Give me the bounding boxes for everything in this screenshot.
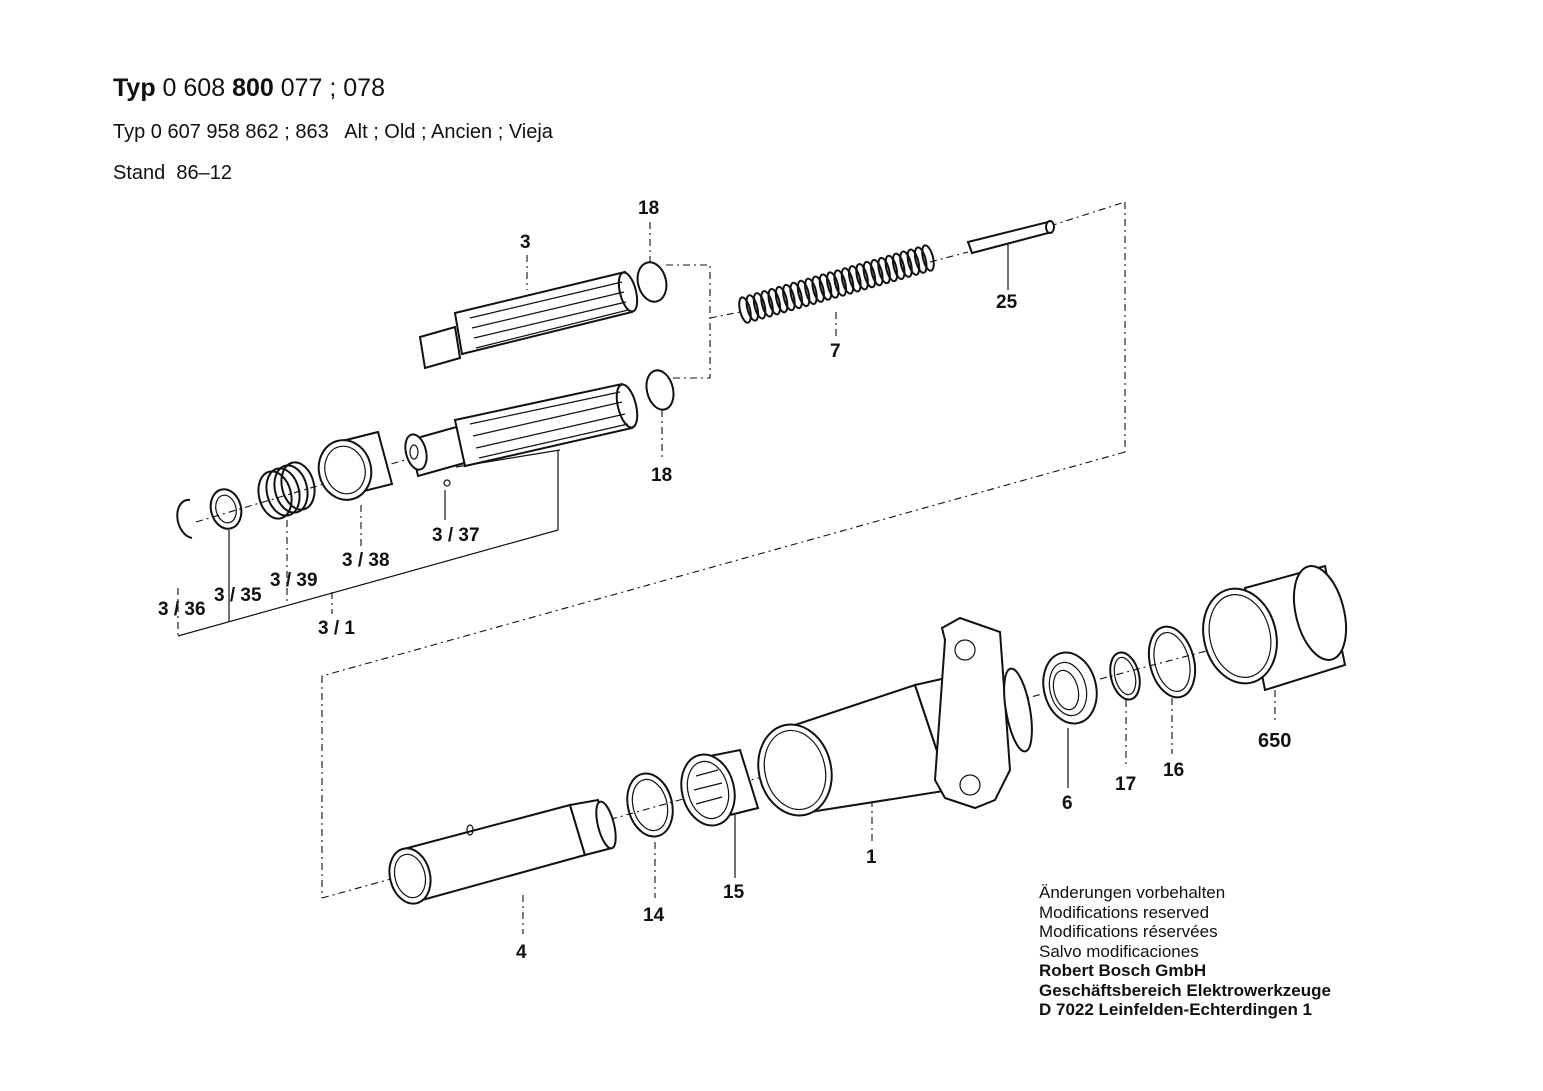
part-16-circlip [1147, 625, 1197, 699]
part-3-spline-shaft [418, 270, 639, 370]
part-15-needle-bearing [680, 748, 760, 827]
spring-coil [913, 246, 928, 274]
spring-coil [745, 294, 760, 322]
label-18-upper: 18 [638, 198, 659, 219]
spring-coil [906, 248, 921, 276]
spring-coil [840, 267, 855, 295]
spring-coil [738, 296, 752, 324]
spring-coil [855, 263, 869, 291]
type-prefix: Typ [113, 74, 156, 102]
label-25: 25 [996, 292, 1018, 313]
label-6: 6 [1062, 793, 1073, 814]
type-number-b: 800 [232, 74, 274, 102]
leader-lines [177, 222, 1276, 934]
company-address: D 7022 Leinfelden-Echterdingen 1 [1039, 1000, 1313, 1019]
spring-coil [760, 290, 774, 318]
revision-line: Stand 86–12 [113, 162, 232, 184]
spring-coil [774, 285, 789, 314]
spring-coil [884, 254, 899, 283]
spring-coil [848, 265, 862, 293]
spring-coil [870, 258, 884, 287]
part-6-bearing [1042, 651, 1098, 725]
spring-coil [767, 288, 782, 316]
label-3-36: 3 / 36 [158, 599, 206, 620]
part-4-tube [388, 798, 617, 905]
part-18-circlip-lower [645, 369, 675, 411]
type-number-a: 0 608 [162, 74, 226, 102]
company-division: Geschäftsbereich Elektrowerkzeuge [1039, 980, 1331, 1000]
part-3-39-spring [257, 461, 316, 520]
spring-coil [818, 273, 833, 301]
label-3-37: 3 / 37 [432, 525, 480, 546]
part-7-spring [738, 244, 935, 324]
part-3-35-washer [209, 488, 243, 530]
note-de: Änderungen vorbehalten [1039, 883, 1226, 902]
notes-block: Änderungen vorbehalten Modifications res… [1039, 883, 1331, 1020]
label-16: 16 [1163, 760, 1184, 781]
label-1: 1 [866, 847, 877, 868]
part-3-36-circlip [176, 498, 193, 539]
label-17: 17 [1115, 774, 1136, 795]
part-1-housing [757, 616, 1033, 817]
label-4: 4 [516, 942, 527, 963]
label-7: 7 [830, 341, 841, 362]
company-name: Robert Bosch GmbH [1039, 961, 1207, 980]
part-labels: 18 3 25 7 18 3 / 37 3 / 38 3 / 39 3 / 35… [158, 198, 1291, 963]
spring-coil [833, 269, 847, 297]
part-3-38-sleeve [317, 430, 394, 501]
spring-coil [921, 244, 935, 272]
old-type-line: Typ 0 607 958 862 ; 863 Alt ; Old ; Anci… [113, 121, 553, 143]
label-3-35: 3 / 35 [214, 585, 262, 606]
note-en: Modifications reserved [1039, 902, 1210, 922]
label-650: 650 [1258, 730, 1291, 752]
note-fr: Modifications réservées [1039, 922, 1218, 941]
spring-coil [826, 271, 840, 299]
spring-coil [862, 260, 877, 289]
spring-coil [752, 292, 767, 320]
spring-coil [796, 279, 811, 308]
spring-coil [877, 256, 891, 285]
part-3-1-spline-shaft [404, 382, 639, 487]
type-number-c: 077 ; 078 [280, 74, 385, 102]
part-17-ring [1109, 651, 1141, 701]
label-3-38: 3 / 38 [342, 550, 390, 571]
type-heading: Typ 0 608 800 077 ; 078 [113, 74, 385, 103]
label-3: 3 [520, 232, 531, 253]
label-14: 14 [643, 905, 665, 926]
part-14-ring [626, 772, 674, 838]
part-25-pin [966, 220, 1055, 255]
spring-coil [899, 250, 913, 278]
part-650-sleeve [1202, 564, 1348, 692]
note-es: Salvo modificaciones [1039, 941, 1199, 961]
spring-coil [891, 252, 906, 280]
label-15: 15 [723, 882, 745, 903]
label-3-1: 3 / 1 [318, 618, 355, 639]
spring-coil [811, 275, 825, 303]
part-18-circlip-upper [636, 261, 668, 303]
spring-coil [782, 283, 796, 312]
label-18-lower: 18 [651, 465, 672, 486]
label-3-39: 3 / 39 [270, 570, 318, 591]
spring-coil [789, 281, 803, 310]
spring-coil [804, 277, 818, 305]
